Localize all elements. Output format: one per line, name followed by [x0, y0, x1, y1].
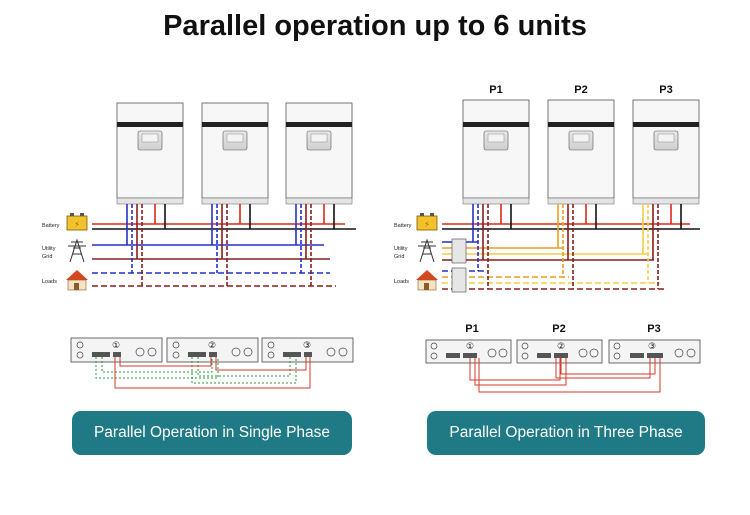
comm-board-1: ① [70, 337, 163, 363]
page-title: Parallel operation up to 6 units [163, 10, 587, 42]
inverter-unit-3 [285, 102, 353, 205]
utility-grid-label-right-line1: Utility [394, 246, 408, 252]
loads-label-right: Loads [394, 279, 409, 285]
comm-board-p1: ① [425, 339, 512, 364]
board-number-p3: ③ [648, 342, 656, 352]
single-phase-caption: Parallel Operation in Single Phase [72, 411, 352, 455]
house-icon [66, 270, 88, 291]
three-phase-wiring [442, 204, 700, 290]
comm-board-p2: ② [516, 339, 603, 364]
house-icon [416, 270, 438, 291]
battery-label-right: Battery [394, 223, 412, 229]
breaker-block [451, 238, 467, 293]
single-phase-wiring [92, 204, 356, 287]
inverter-unit-p1 [462, 99, 530, 205]
power-tower-icon [68, 238, 86, 263]
three-phase-section: Battery Utility Grid Loads ⚡ P1 P2 P3 [394, 84, 701, 393]
battery-label: Battery [42, 223, 60, 229]
battery-icon: ⚡ [66, 213, 88, 231]
battery-icon: ⚡ [416, 213, 438, 231]
three-phase-board-cables [469, 358, 661, 393]
board-number-3: ③ [303, 341, 311, 351]
comm-board-3: ③ [261, 337, 354, 363]
unit-label-p1: P1 [489, 84, 502, 96]
board-label-p1: P1 [465, 323, 478, 335]
board-number-p1: ① [466, 342, 474, 352]
utility-grid-label-line2: Grid [42, 254, 52, 260]
utility-grid-label-right-line2: Grid [394, 254, 404, 260]
inverter-unit-p2 [547, 99, 615, 205]
inverter-unit-2 [201, 102, 269, 205]
board-number-p2: ② [557, 342, 565, 352]
board-label-p3: P3 [647, 323, 660, 335]
comm-board-2: ② [166, 337, 259, 363]
board-number-2: ② [208, 341, 216, 351]
single-phase-board-cables [95, 357, 311, 389]
board-number-1: ① [112, 341, 120, 351]
utility-grid-label-line1: Utility [42, 246, 56, 252]
svg-text:⚡: ⚡ [424, 220, 430, 229]
unit-label-p2: P2 [574, 84, 587, 96]
comm-board-p3: ③ [608, 339, 701, 364]
three-phase-caption: Parallel Operation in Three Phase [427, 411, 705, 455]
power-tower-icon [418, 238, 436, 263]
single-phase-section: Battery Utility Grid Loads ⚡ [42, 102, 356, 389]
loads-label: Loads [42, 279, 57, 285]
unit-label-p3: P3 [659, 84, 672, 96]
inverter-unit-1 [116, 102, 184, 205]
board-label-p2: P2 [552, 323, 565, 335]
inverter-unit-p3 [632, 99, 700, 205]
svg-text:⚡: ⚡ [74, 220, 80, 229]
